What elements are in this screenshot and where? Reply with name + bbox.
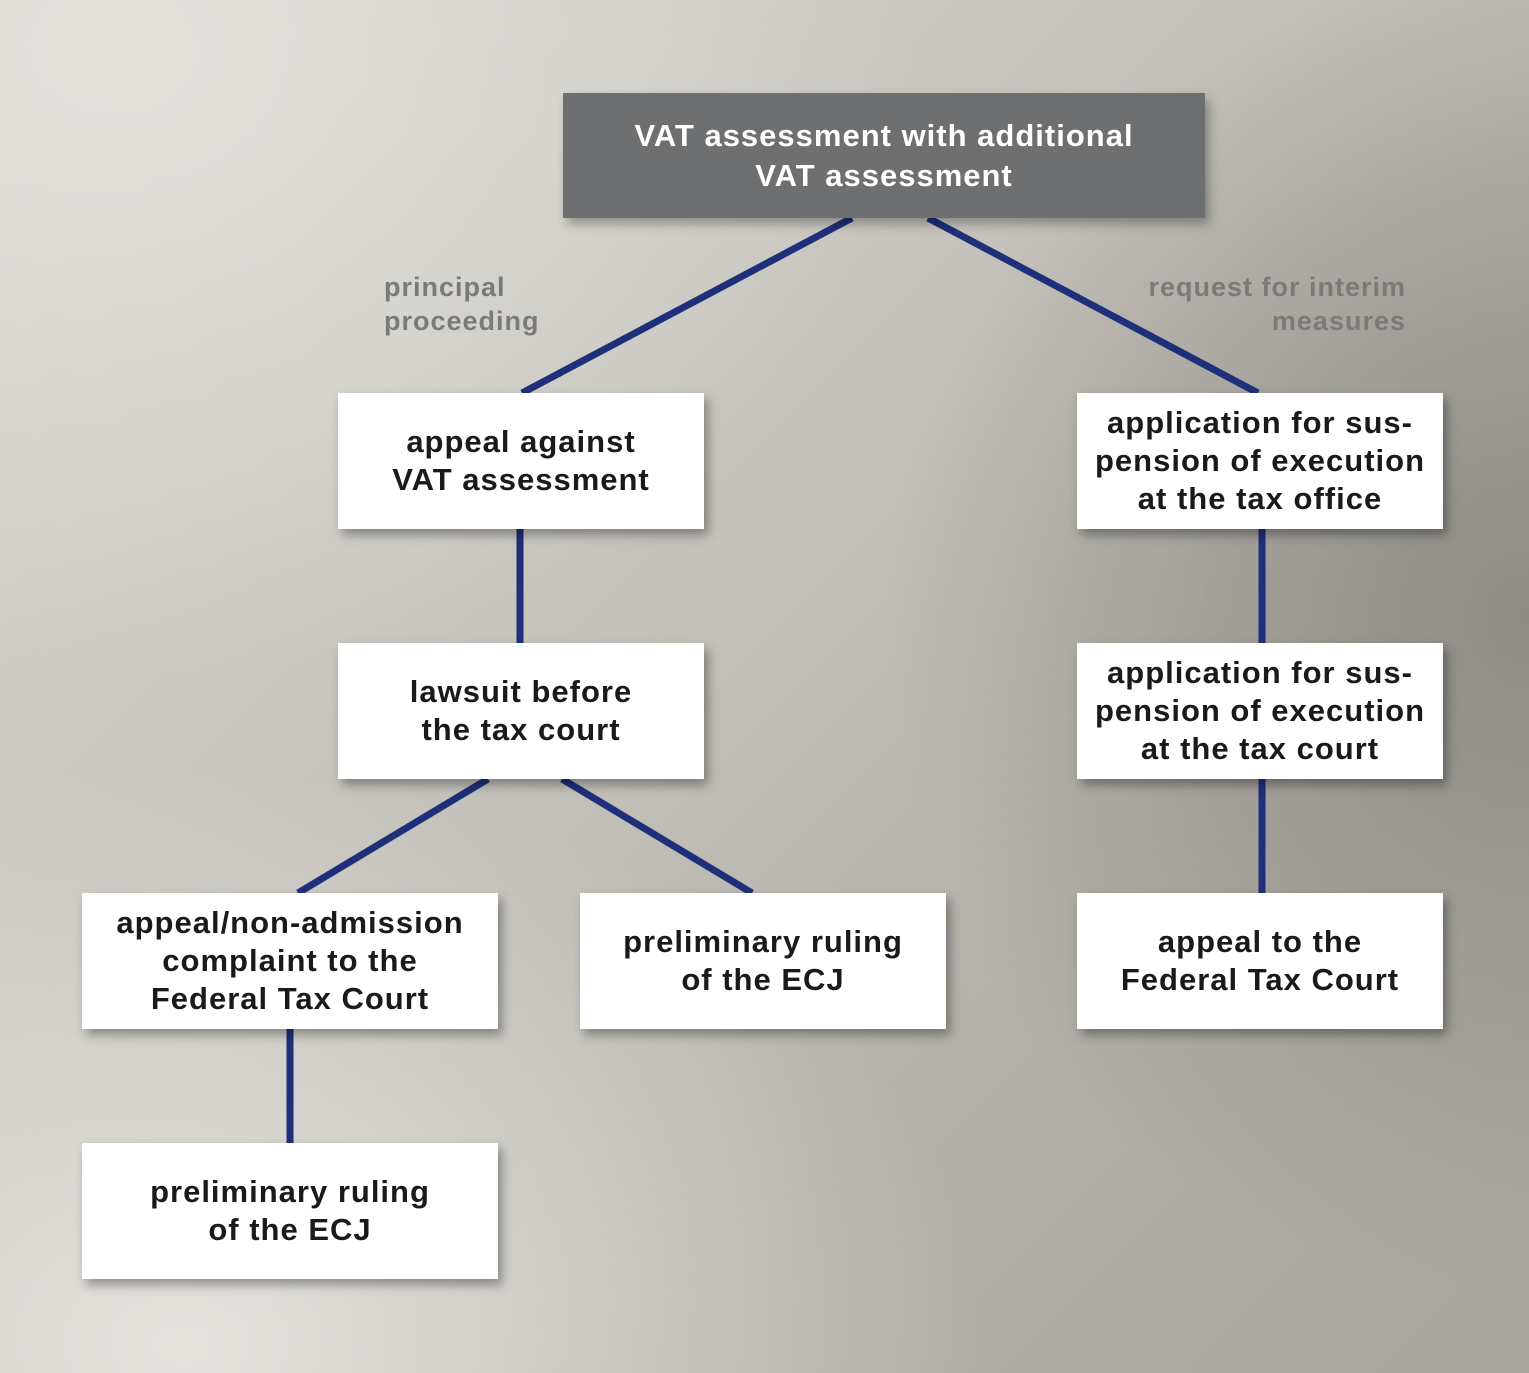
root-node: VAT assessment with additional VAT asses… bbox=[563, 93, 1205, 218]
node-appeal-to-federal-tax-court: appeal to the Federal Tax Court bbox=[1077, 893, 1443, 1029]
branch-label-interim: request for interim measures bbox=[1148, 272, 1406, 336]
connector-root-suspension bbox=[926, 214, 1260, 397]
node-preliminary-ruling-ecj-bottom: preliminary ruling of the ECJ bbox=[82, 1143, 498, 1279]
branch-label-principal: principal proceeding bbox=[384, 272, 540, 336]
node-preliminary-ruling-ecj-middle: preliminary ruling of the ECJ bbox=[580, 893, 946, 1029]
connector-lawsuit-ecj bbox=[560, 775, 754, 897]
node-suspension-tax-court: application for sus- pension of executio… bbox=[1077, 643, 1443, 779]
connector-lawsuit-federal bbox=[296, 775, 490, 897]
node-appeal-against-vat: appeal against VAT assessment bbox=[338, 393, 704, 529]
node-lawsuit-tax-court: lawsuit before the tax court bbox=[338, 643, 704, 779]
node-appeal-federal-tax-court: appeal/non-admission complaint to the Fe… bbox=[82, 893, 498, 1029]
connector-root-appeal bbox=[520, 214, 854, 397]
node-suspension-tax-office: application for sus- pension of executio… bbox=[1077, 393, 1443, 529]
